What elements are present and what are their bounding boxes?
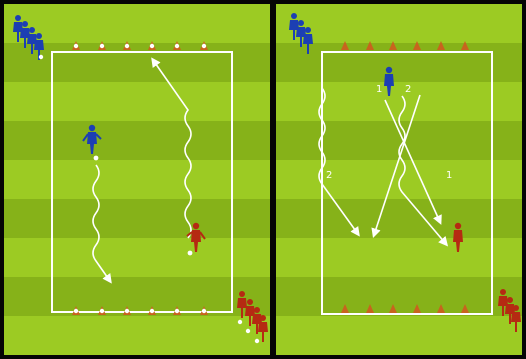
right-arrow-label: 2 <box>326 170 332 181</box>
field-stripe <box>4 316 270 355</box>
field-stripe <box>4 199 270 238</box>
field-stripe <box>4 82 270 121</box>
right-arrow-label: 1 <box>446 170 452 181</box>
field-stripe <box>4 160 270 199</box>
left-field-stripes <box>4 4 270 355</box>
field-stripe <box>276 238 522 277</box>
left-panel <box>4 4 270 355</box>
ball-icon <box>100 309 104 313</box>
right-field-stripes <box>276 4 522 355</box>
right-arrow-label: 1 <box>376 84 382 95</box>
field-stripe <box>276 277 522 316</box>
ball-icon <box>202 309 206 313</box>
ball-icon <box>100 44 104 48</box>
field-stripe <box>276 160 522 199</box>
field-stripe <box>4 4 270 43</box>
ball-icon <box>202 44 206 48</box>
ball-icon <box>150 309 154 313</box>
field-stripe <box>276 316 522 355</box>
ball-icon <box>150 44 154 48</box>
ball-icon <box>125 44 129 48</box>
field-stripe <box>276 82 522 121</box>
ball-icon <box>94 156 99 161</box>
right-panel: 1 2 2 1 <box>276 4 522 355</box>
ball-icon <box>74 309 78 313</box>
field-stripe <box>4 121 270 160</box>
field-stripe <box>276 199 522 238</box>
ball-icon <box>188 251 193 256</box>
panel-divider <box>270 0 276 359</box>
ball-icon <box>125 309 129 313</box>
right-arrow-label: 2 <box>405 84 411 95</box>
field-stripe <box>276 4 522 43</box>
field-stripe <box>4 238 270 277</box>
field-stripe <box>4 277 270 316</box>
ball-icon <box>175 309 179 313</box>
ball-icon <box>74 44 78 48</box>
field-stripe <box>276 43 522 82</box>
ball-icon <box>175 44 179 48</box>
field-stripe <box>4 43 270 82</box>
